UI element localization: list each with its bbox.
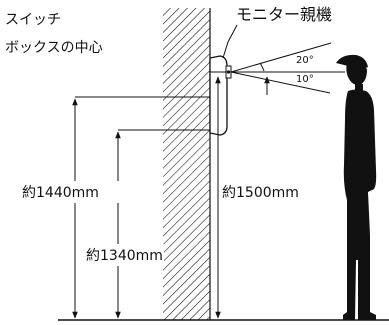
label-mask-1340 [84,244,164,266]
viewing-angle-lines [230,42,345,95]
angle-upper-label: 20° [296,55,314,66]
height-1340-label: 約1340mm [86,248,163,264]
label-mask-1500 [220,181,308,203]
switch-center-label-line2: ボックスの中心 [5,40,103,56]
monitor-leader [222,24,238,59]
label-mask-1440 [20,181,120,203]
switch-center-label-line1: スイッチ [5,12,61,28]
person-silhouette [336,54,377,320]
height-1440-label: 約1440mm [22,185,99,201]
monitor-unit-label: モニター親機 [236,5,332,24]
monitor-unit [209,55,232,136]
wall [163,8,211,320]
angle-lower-label: 10° [296,74,314,85]
height-1500-label: 約1500mm [222,185,299,201]
